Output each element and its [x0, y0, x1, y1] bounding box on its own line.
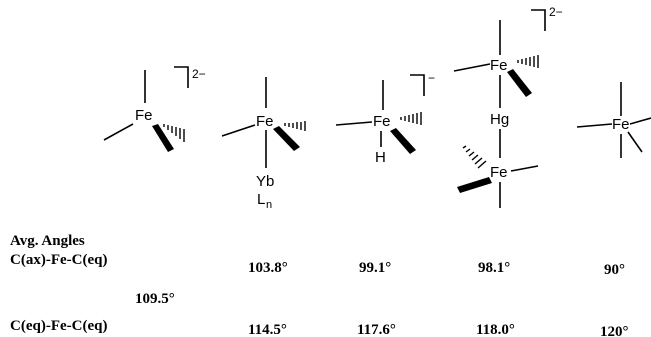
charge-4: 2−	[549, 5, 563, 19]
row-label-ax-eq: C(ax)-Fe-C(eq)	[10, 252, 107, 268]
structure-5: Fe	[576, 82, 651, 158]
atom-yb: Yb	[256, 173, 274, 190]
value-eq-eq-4: 120°	[600, 324, 629, 337]
value-ax-eq-1: 103.8°	[248, 260, 288, 276]
angle-table: Avg. Angles C(ax)-Fe-C(eq) 103.8° 99.1° …	[10, 233, 629, 337]
structure-2: Fe Yb L n	[221, 77, 306, 211]
atom-fe-4a: Fe	[490, 57, 508, 74]
atom-fe-3: Fe	[373, 113, 391, 130]
value-eq-eq-3: 118.0°	[476, 322, 515, 337]
atom-h: H	[375, 149, 386, 166]
ligand-l: L	[257, 191, 265, 208]
atom-fe-5: Fe	[612, 116, 630, 133]
atom-fe-4b: Fe	[490, 164, 508, 181]
ligand-subscript-n: n	[266, 199, 272, 211]
reference-angle: 109.5°	[135, 291, 175, 307]
atom-hg: Hg	[490, 111, 509, 128]
structure-1: Fe 2−	[103, 66, 206, 152]
charge-1: 2−	[192, 67, 206, 81]
row-label-eq-eq: C(eq)-Fe-C(eq)	[10, 318, 107, 334]
atom-fe-2: Fe	[256, 113, 274, 130]
value-ax-eq-2: 99.1°	[359, 260, 391, 276]
value-ax-eq-4: 90°	[604, 262, 625, 278]
value-eq-eq-1: 114.5°	[248, 322, 287, 337]
value-ax-eq-3: 98.1°	[478, 260, 510, 276]
atom-fe-1: Fe	[135, 107, 153, 124]
structure-4: Fe Hg Fe 2−	[453, 5, 563, 208]
table-heading: Avg. Angles	[10, 233, 85, 249]
value-eq-eq-2: 117.6°	[357, 322, 396, 337]
structure-3: Fe H −	[335, 71, 435, 166]
charge-3: −	[428, 71, 435, 85]
